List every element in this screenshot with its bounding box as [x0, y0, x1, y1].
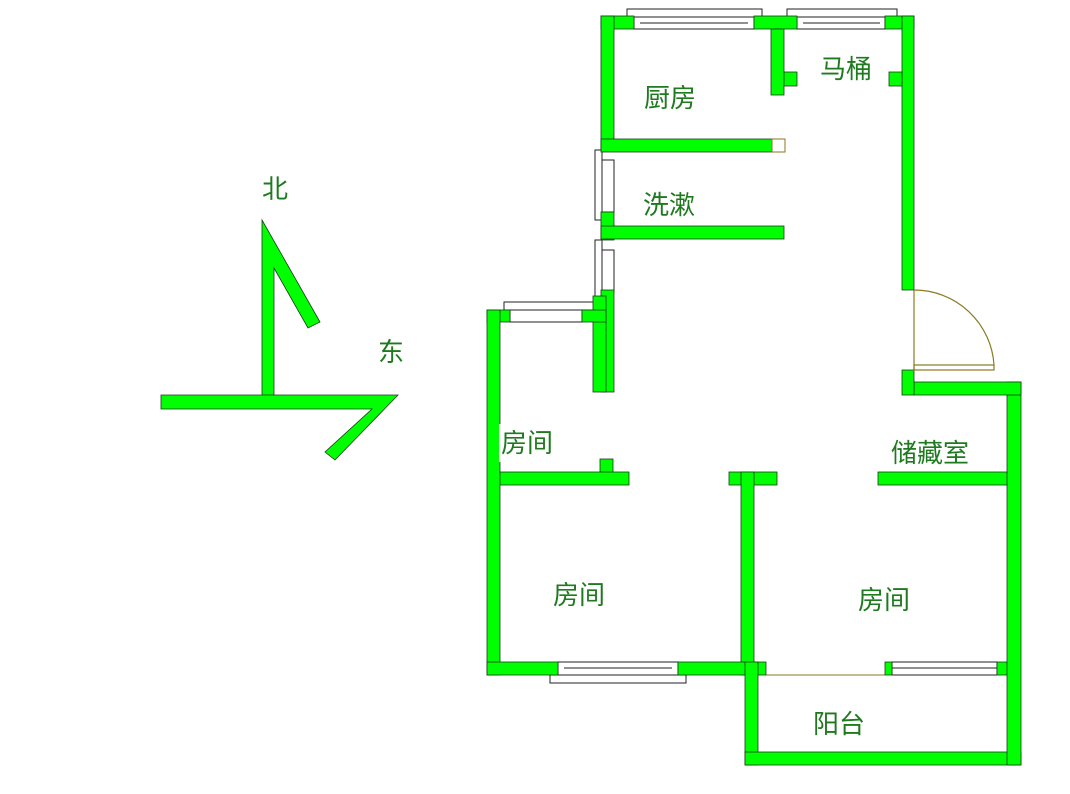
north-arrow-icon [261, 218, 321, 397]
room-label-toilet: 马桶 [820, 55, 872, 85]
compass-north-label: 北 [262, 175, 288, 205]
walls [486, 15, 1022, 766]
room-label-left-room: 房间 [553, 581, 605, 611]
small-room-window-pane [509, 309, 583, 323]
door-leaf [913, 364, 995, 371]
small-room-window [503, 301, 595, 311]
room-label-kitchen: 厨房 [644, 84, 696, 114]
toilet-window [786, 8, 898, 18]
kitchen-window [626, 8, 763, 18]
room-label-storage: 储藏室 [891, 439, 969, 469]
windows [503, 8, 998, 684]
wash-window [594, 149, 603, 221]
room-label-balcony: 阳台 [813, 710, 865, 740]
room-label-right-room: 房间 [858, 586, 910, 616]
east-arrow-icon [160, 394, 399, 461]
room-label-small-room: 房间 [501, 429, 553, 459]
compass: 北 东 [160, 175, 404, 461]
entrance-door[interactable] [913, 289, 995, 371]
room-label-washroom: 洗漱 [643, 191, 695, 221]
door-swing-arc [913, 289, 995, 366]
wash-window-pane [601, 159, 615, 213]
hall-window-pane [601, 249, 615, 293]
left-room-window [549, 674, 687, 684]
compass-east-label: 东 [378, 338, 404, 368]
